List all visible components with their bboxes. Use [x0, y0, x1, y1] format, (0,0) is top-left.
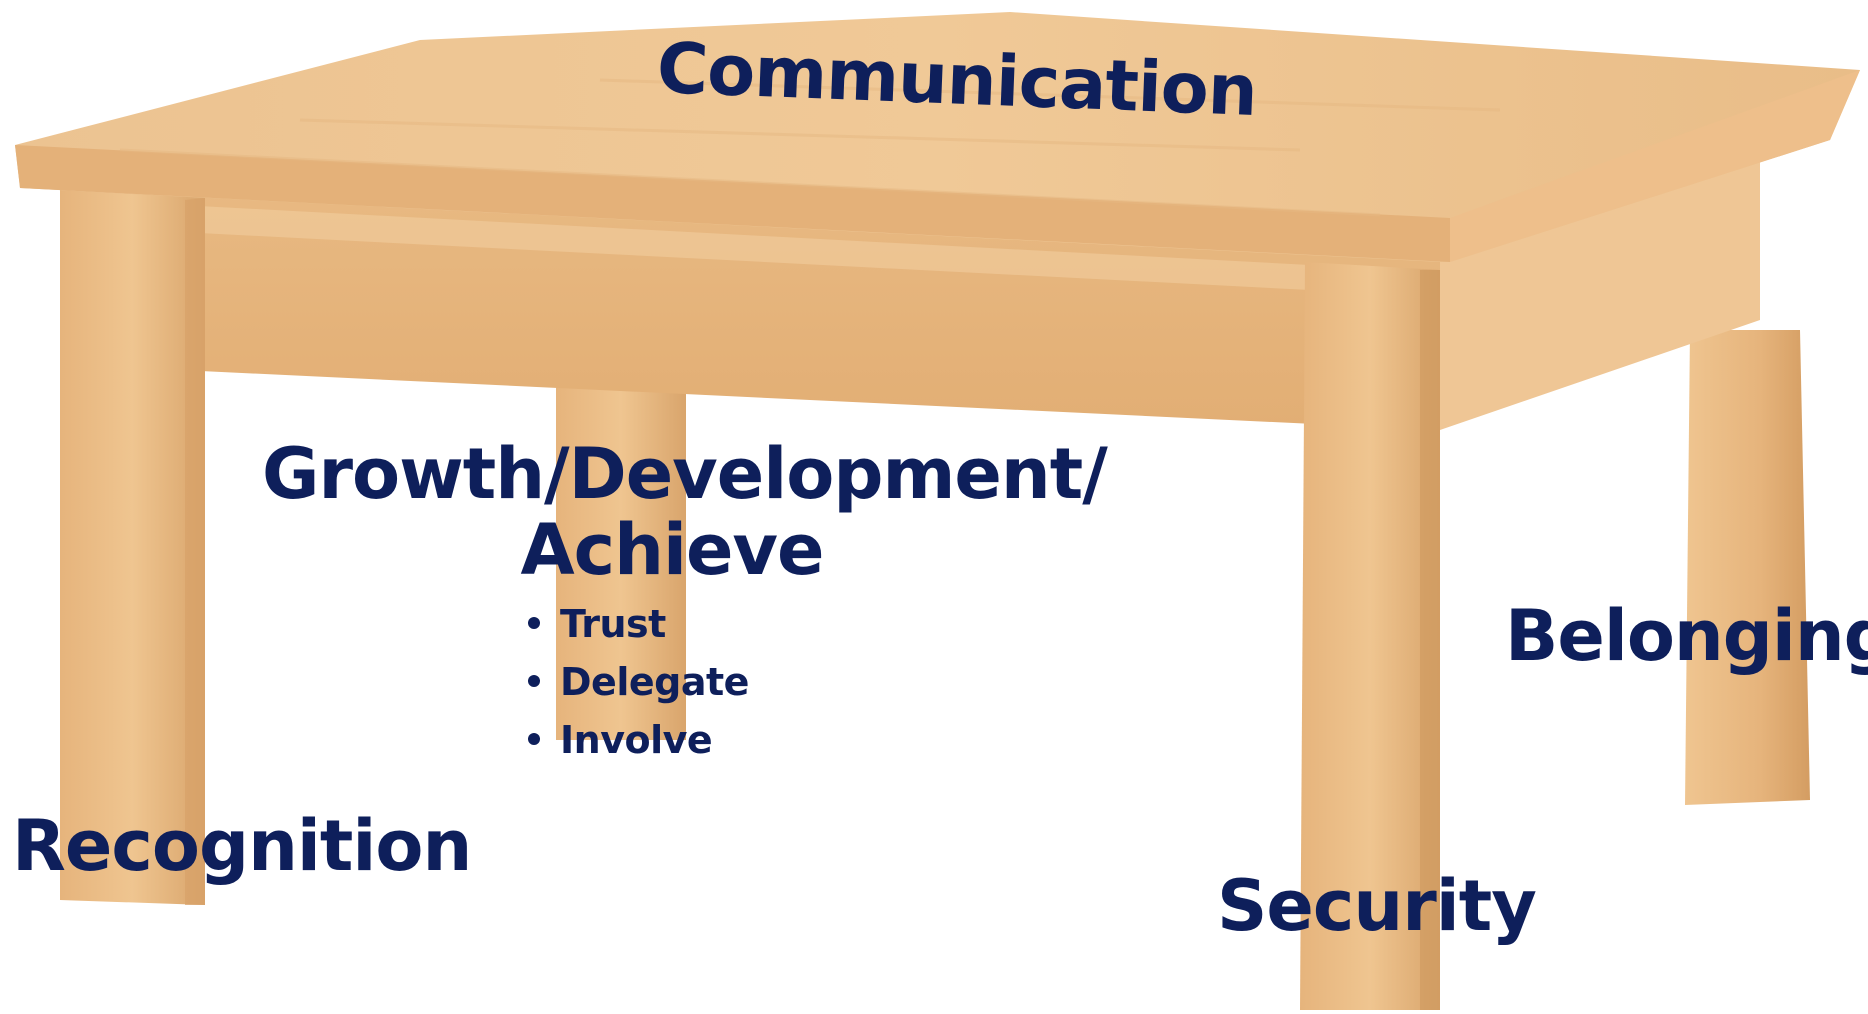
front-leg-left: [60, 190, 205, 905]
bullet-item: Delegate: [520, 653, 749, 711]
label-belonging: Belonging: [1505, 595, 1868, 677]
bullet-dot-icon: [528, 675, 540, 687]
growth-bullet-list: Trust Delegate Involve: [520, 595, 749, 769]
bullet-trust: Trust: [560, 602, 666, 646]
table-top: [15, 12, 1860, 262]
bullet-involve: Involve: [560, 718, 713, 762]
bullet-delegate: Delegate: [560, 660, 749, 704]
table-apron: [60, 150, 1760, 430]
label-recognition: Recognition: [12, 805, 472, 887]
bullet-item: Trust: [520, 595, 749, 653]
bullet-dot-icon: [528, 733, 540, 745]
back-leg-left: [556, 380, 686, 740]
back-leg-right: [1685, 330, 1810, 805]
label-growth-development: Growth/Development/ Achieve: [262, 433, 1108, 588]
label-security: Security: [1217, 865, 1537, 947]
bullet-dot-icon: [528, 617, 540, 629]
label-growth-line2: Achieve: [520, 509, 824, 591]
front-leg-right: [1300, 262, 1440, 1010]
bullet-item: Involve: [520, 711, 749, 769]
label-growth-line1: Growth/Development/: [262, 433, 1108, 515]
